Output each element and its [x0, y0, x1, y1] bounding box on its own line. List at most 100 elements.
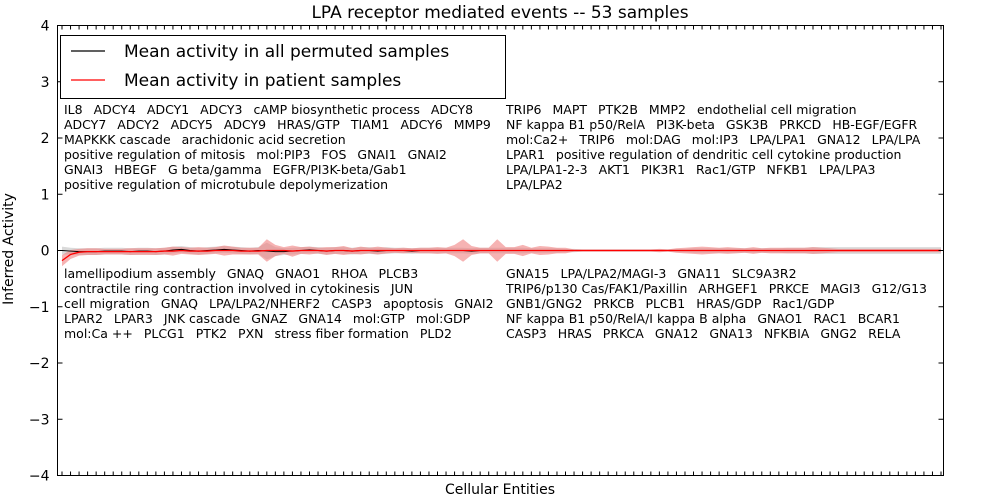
x-tick-label: Rac1/GDP: [772, 296, 835, 311]
chart-title: LPA receptor mediated events -- 53 sampl…: [311, 3, 688, 23]
y-tick-label: 1: [41, 187, 50, 203]
x-tick-marks: [61, 25, 942, 476]
x-tick-label: LPA/LPA2: [506, 177, 563, 192]
band-patient: [62, 239, 941, 267]
plot-frame: [57, 25, 944, 476]
x-tick-label: JNK cascade: [163, 311, 241, 326]
x-tick-label: GNA12: [817, 132, 861, 147]
x-tick-label: AKT1: [598, 162, 630, 177]
y-tick-label: 3: [41, 75, 50, 91]
x-tick-label: positive regulation of microtubule depol…: [64, 177, 389, 192]
x-tick-label: SLC9A3R2: [731, 266, 797, 281]
x-tick-label: GNAZ: [251, 311, 288, 326]
x-tick-label: PI3K-beta: [656, 117, 715, 132]
x-tick-label: MMP9: [453, 117, 491, 132]
x-tick-label: positive regulation of dendritic cell cy…: [555, 147, 902, 162]
x-tick-label: PTK2: [195, 326, 228, 341]
x-tick-label: MMP2: [648, 102, 686, 117]
x-tick-label: LPAR3: [113, 311, 153, 326]
x-tick-label: RAC1: [813, 311, 847, 326]
lines: [61, 248, 941, 262]
line-patient: [61, 249, 941, 262]
x-tick-label: G12/G13: [871, 281, 927, 296]
x-tick-label: arachidonic acid secretion: [181, 132, 346, 147]
x-axis-label: Cellular Entities: [445, 482, 555, 498]
x-tick-label: Rac1/GTP: [696, 162, 756, 177]
x-tick-label: ADCY5: [170, 117, 213, 132]
x-tick-label: mol:DAG: [625, 132, 681, 147]
x-tick-label: mol:GTP: [352, 311, 405, 326]
x-tick-label: mol:GDP: [415, 311, 471, 326]
x-tick-label: CASP3: [331, 296, 373, 311]
x-tick-label: TRIP6: [579, 132, 615, 147]
x-tick-label: HBEGF: [114, 162, 157, 177]
x-tick-label: GNAQ: [160, 296, 199, 311]
x-tick-label: LPA/LPA1: [749, 132, 807, 147]
x-tick-label: PLCG1: [143, 326, 185, 341]
x-tick-label: BCAR1: [857, 311, 900, 326]
x-tick-label: PRKCD: [779, 117, 822, 132]
x-tick-label: ADCY1: [146, 102, 190, 117]
x-tick-label: GNB1/GNG2: [506, 296, 583, 311]
x-tick-label: TRIP6: [506, 102, 542, 117]
x-tick-label: mol:IP3: [691, 132, 739, 147]
x-tick-label: LPA/LPA: [871, 132, 921, 147]
x-tick-label: PLCB1: [645, 296, 686, 311]
x-tick-label: IL8: [64, 102, 83, 117]
x-tick-label: LPA/LPA2/MAGI-3: [560, 266, 667, 281]
x-tick-label: GNAO1: [275, 266, 321, 281]
x-tick-label: GNA15: [506, 266, 550, 281]
x-tick-label: NF kappa B1 p50/RelA/I kappa B alpha: [506, 311, 747, 326]
x-tick-label: ADCY9: [223, 117, 267, 132]
x-tick-label: ADCY4: [93, 102, 136, 117]
x-tick-label: NF kappa B1 p50/RelA: [506, 117, 646, 132]
x-tick-label: PRKCB: [593, 296, 635, 311]
x-tick-label: GNAI2: [454, 296, 494, 311]
x-tick-label: EGFR/PI3K-beta/Gab1: [272, 162, 407, 177]
x-tick-label: HRAS: [557, 326, 592, 341]
x-tick-label: NFKBIA: [763, 326, 810, 341]
legend-label-patient: Mean activity in patient samples: [124, 71, 401, 91]
y-tick-label: 0: [41, 244, 50, 260]
x-tick-label: stress fiber formation: [274, 326, 409, 341]
x-tick-label: GNG2: [820, 326, 858, 341]
y-tick-label: 4: [41, 19, 50, 35]
legend-box: [60, 35, 506, 99]
x-tick-label: cell migration: [64, 296, 150, 311]
x-tick-label: GNA12: [654, 326, 699, 341]
x-tick-label: mol:Ca2+: [506, 132, 569, 147]
x-tick-label: ADCY8: [430, 102, 474, 117]
y-tick-label: −1: [29, 300, 50, 316]
x-tick-label: positive regulation of mitosis: [64, 147, 246, 162]
x-tick-label: ADCY3: [200, 102, 243, 117]
x-tick-label: ARHGEF1: [698, 281, 758, 296]
x-tick-label: FOS: [321, 147, 347, 162]
x-tick-label: TRIP6/p130 Cas/FAK1/Paxillin: [506, 281, 688, 296]
x-tick-label: mol:Ca ++: [64, 326, 133, 341]
x-tick-label: HRAS/GDP: [696, 296, 762, 311]
x-tick-label: PLD2: [419, 326, 452, 341]
x-tick-label: contractile ring contraction involved in…: [64, 281, 380, 296]
y-axis-label: Inferred Activity: [1, 193, 17, 305]
x-tick-label: MAPKKK cascade: [64, 132, 171, 147]
y-tick-label: −4: [29, 469, 50, 485]
x-tick-label: GNA13: [709, 326, 753, 341]
x-tick-label: HRAS/GTP: [277, 117, 340, 132]
y-tick-label: 2: [41, 131, 50, 147]
x-tick-label: RELA: [868, 326, 901, 341]
y-tick-label: −3: [29, 412, 50, 428]
x-tick-label: PTK2B: [598, 102, 638, 117]
x-tick-label: GNAQ: [226, 266, 265, 281]
x-tick-label: apoptosis: [383, 296, 444, 311]
x-tick-label: ADCY6: [400, 117, 443, 132]
x-tick-label: GNA11: [677, 266, 721, 281]
x-tick-label: PIK3R1: [640, 162, 685, 177]
x-tick-label: CASP3: [506, 326, 547, 341]
x-tick-label: PXN: [238, 326, 264, 341]
x-tick-label: JUN: [390, 281, 414, 296]
